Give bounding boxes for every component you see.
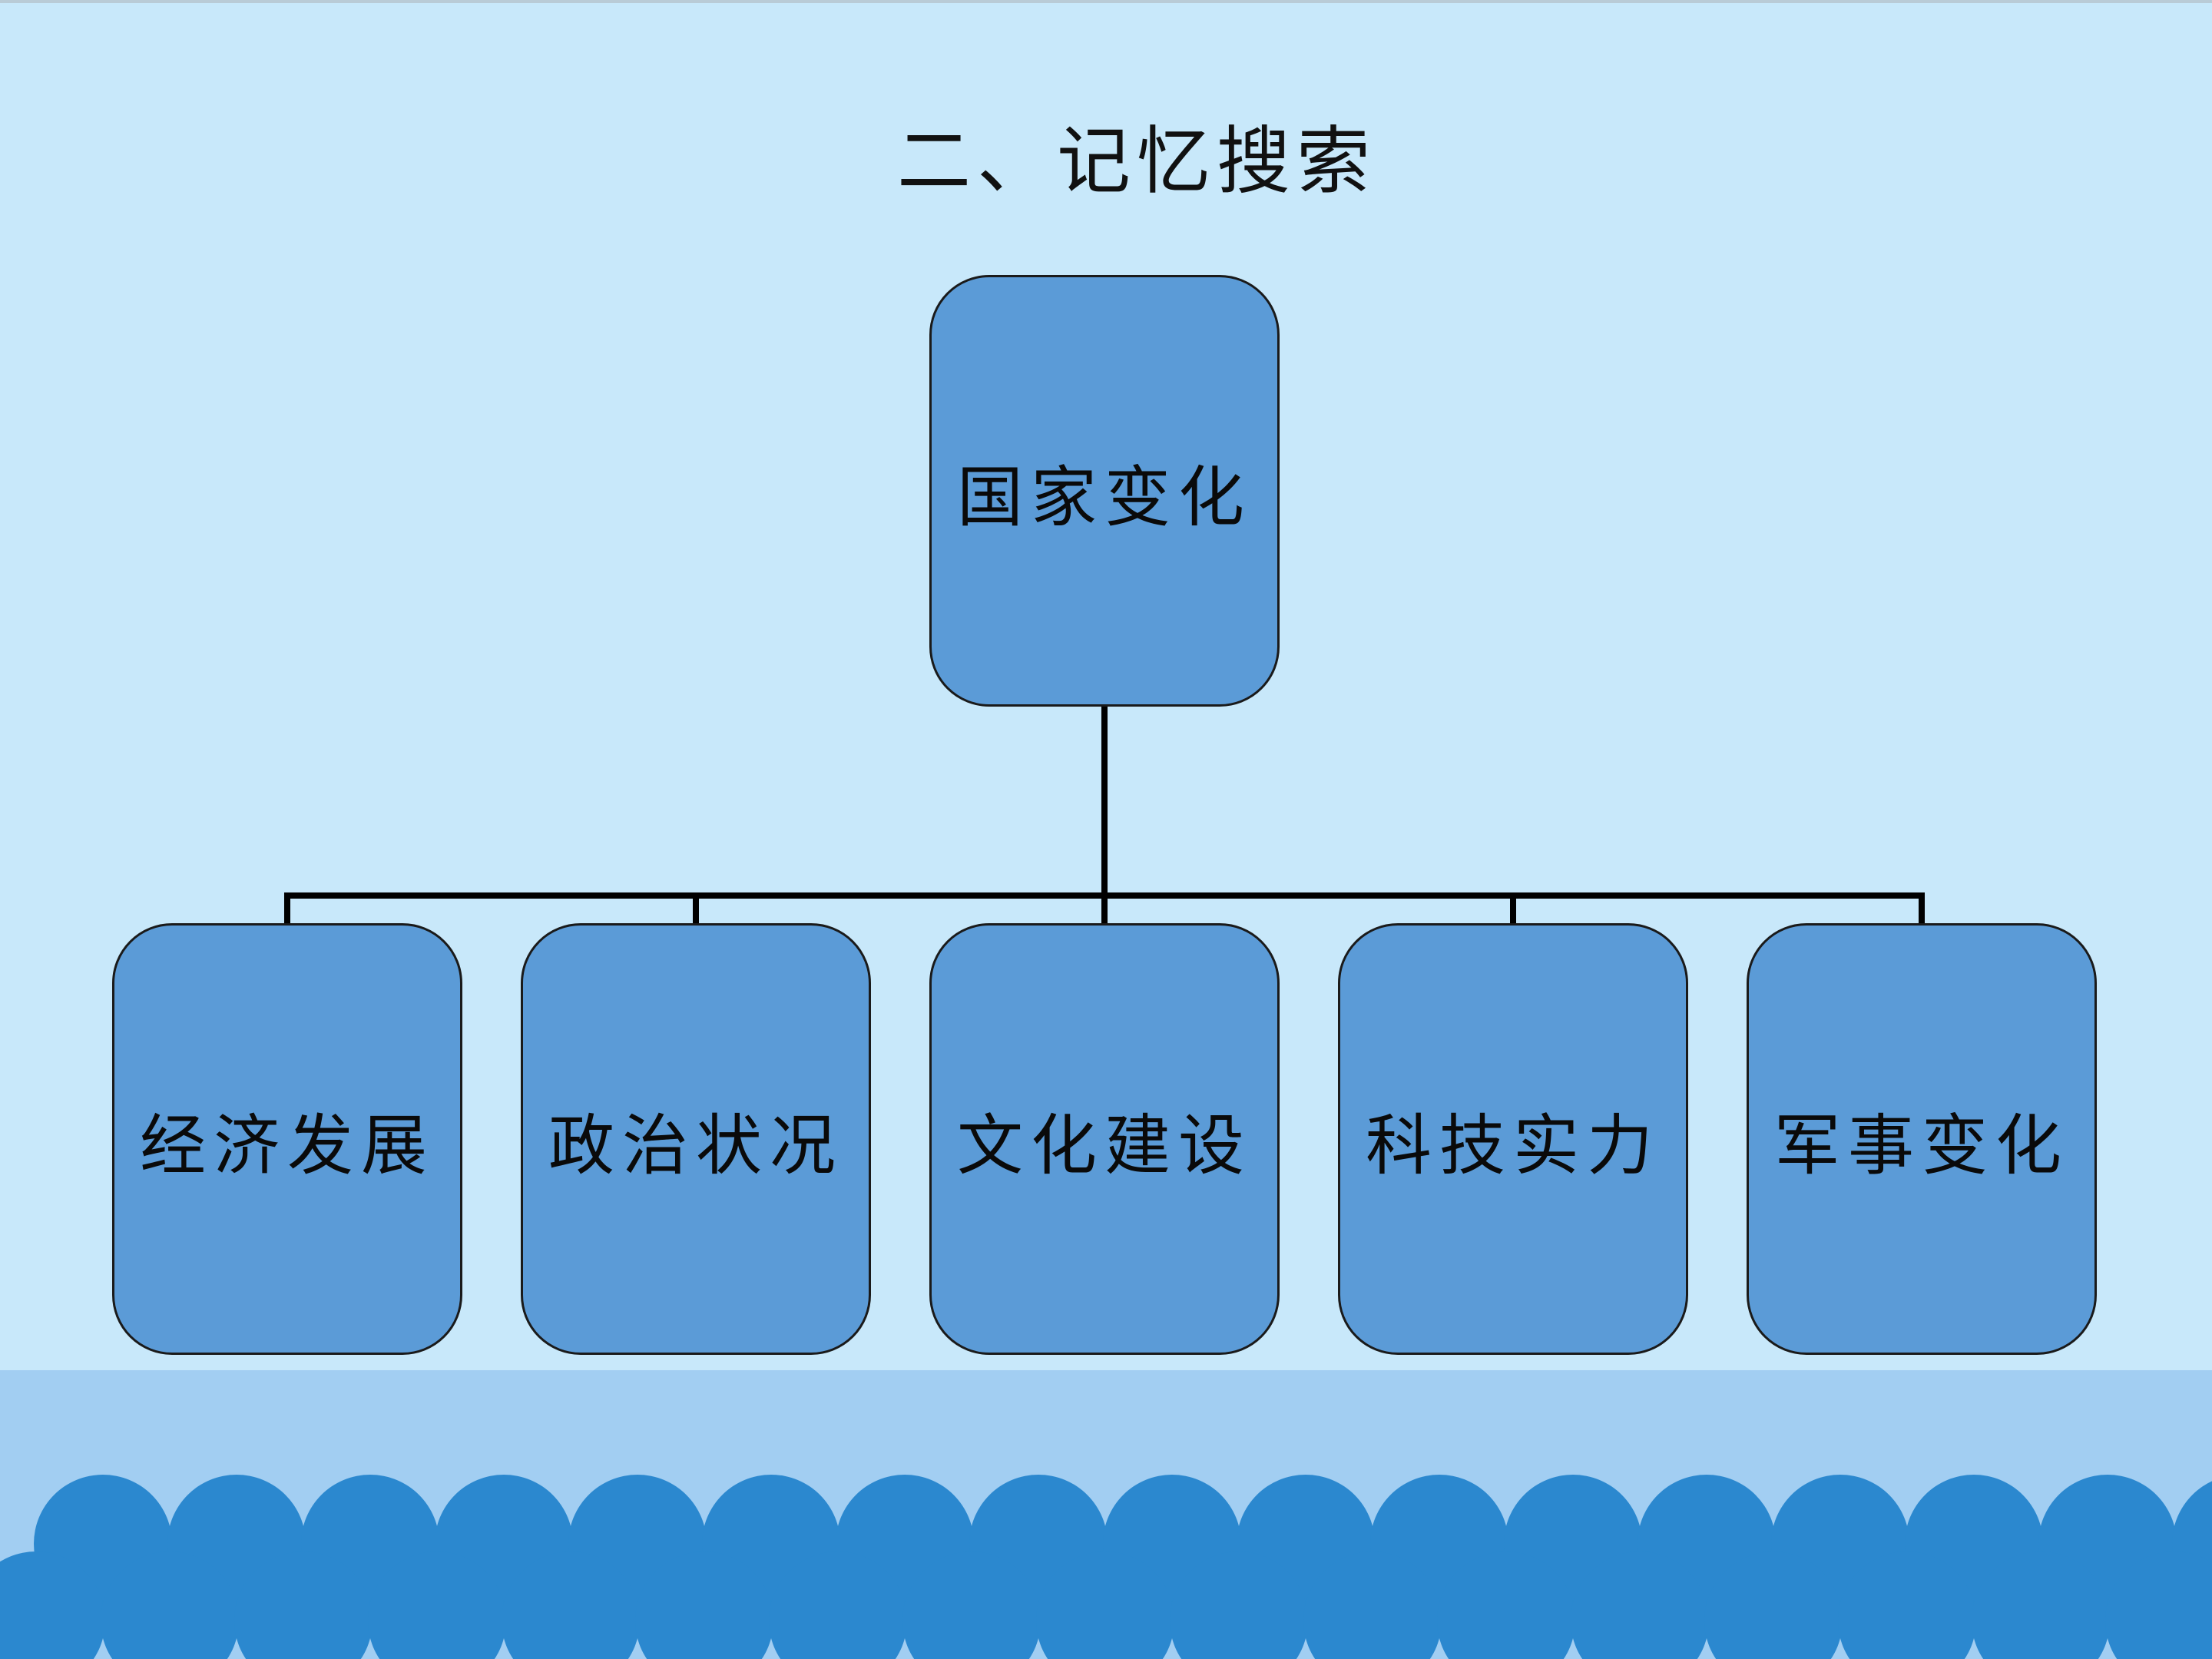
- scallop-front: [502, 1551, 640, 1659]
- scallop-front: [368, 1551, 506, 1659]
- scallop-front: [234, 1551, 373, 1659]
- scallop-front: [1036, 1551, 1174, 1659]
- scallop-front: [1972, 1551, 2110, 1659]
- scallop-front: [635, 1551, 773, 1659]
- scallop-front: [1838, 1551, 1976, 1659]
- scallop-front: [2105, 1551, 2212, 1659]
- node-child-label: 军事变化: [1774, 1107, 2069, 1184]
- node-root-label: 国家变化: [957, 459, 1252, 536]
- scallop-front: [902, 1551, 1041, 1659]
- node-child-politics: 政治状况: [521, 923, 871, 1355]
- node-child-label: 经济发展: [140, 1107, 435, 1184]
- slide-top-border: [0, 0, 2212, 3]
- node-child-label: 科技实力: [1366, 1107, 1661, 1184]
- node-child-military: 军事变化: [1747, 923, 2097, 1355]
- scallop-front: [1437, 1551, 1575, 1659]
- scallop-front: [769, 1551, 907, 1659]
- scallop-front: [1571, 1551, 1709, 1659]
- footer-scallop-pattern: [0, 1475, 2212, 1659]
- node-child-label: 文化建设: [957, 1107, 1252, 1184]
- scallop-front: [1704, 1551, 1843, 1659]
- node-child-label: 政治状况: [548, 1107, 843, 1184]
- slide-title: 二、记忆搜索: [897, 118, 1376, 204]
- scallop-front: [0, 1551, 105, 1659]
- scallop-front: [1170, 1551, 1308, 1659]
- node-child-technology: 科技实力: [1338, 923, 1688, 1355]
- footer-wave-band: [0, 1370, 2212, 1659]
- node-child-economy: 经济发展: [112, 923, 462, 1355]
- scallop-front: [101, 1551, 239, 1659]
- node-child-culture: 文化建设: [929, 923, 1280, 1355]
- node-root: 国家变化: [929, 275, 1280, 707]
- scallop-front: [1303, 1551, 1442, 1659]
